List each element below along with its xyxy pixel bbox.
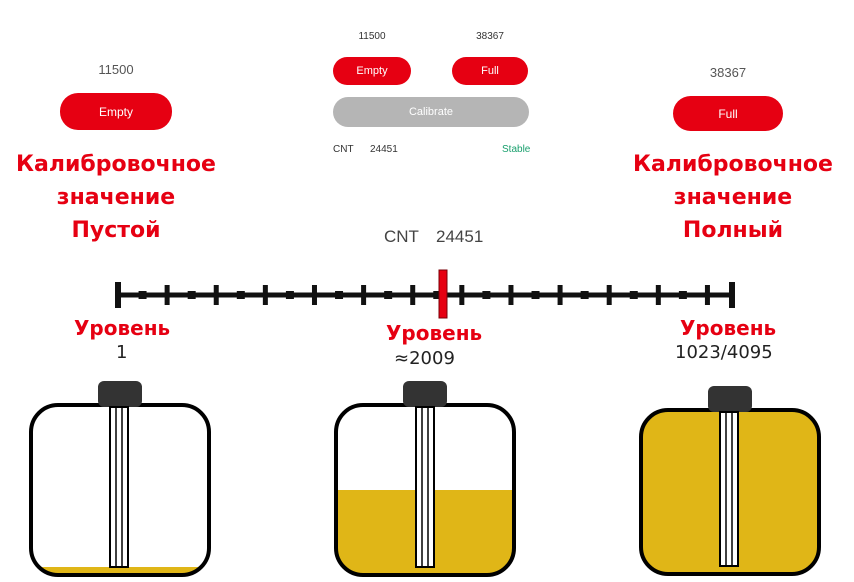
- scale-minor-tick: [384, 291, 393, 299]
- status-label: Stable: [502, 144, 531, 155]
- full-button[interactable]: Full: [673, 96, 783, 131]
- caption-line: значение: [56, 185, 176, 210]
- scale-major-tick: [262, 285, 268, 305]
- fuel-tank: [334, 381, 516, 577]
- full-calibration-caption: Калибровочное значение Полный: [622, 148, 844, 247]
- scale-minor-tick: [678, 291, 687, 299]
- sensor-cap: [708, 386, 752, 412]
- scale-minor-tick: [629, 291, 638, 299]
- level-title-empty: Уровень: [74, 316, 171, 340]
- caption-line: Пустой: [71, 218, 161, 243]
- scale-minor-tick: [433, 291, 442, 299]
- level-value-half: ≈2009: [394, 348, 455, 369]
- scale-major-tick: [311, 285, 317, 305]
- scale-major-tick: [508, 285, 514, 305]
- fuel-level: [32, 567, 208, 574]
- scale-major-tick: [655, 285, 661, 305]
- scale-minor-tick: [580, 291, 589, 299]
- scale-minor-tick: [285, 291, 294, 299]
- scale-end-tick: [729, 282, 735, 308]
- caption-line: Полный: [682, 218, 784, 243]
- sensor-probe: [719, 411, 739, 567]
- scale-major-tick: [606, 285, 612, 305]
- scale-major-tick: [410, 285, 416, 305]
- level-title-half: Уровень: [386, 321, 483, 345]
- empty-calibration-caption: Калибровочное значение Пустой: [5, 148, 227, 247]
- cnt-label: CNT: [384, 227, 419, 246]
- scale-major-tick: [557, 285, 563, 305]
- app-cnt-value: 24451: [370, 144, 398, 155]
- level-value-empty: 1: [116, 342, 128, 363]
- sensor-probe: [109, 406, 129, 568]
- scale-marker: [438, 269, 448, 319]
- caption-line: Калибровочное: [16, 152, 216, 177]
- scale-minor-tick: [482, 291, 491, 299]
- app-cnt-label: CNT: [333, 144, 354, 155]
- app-empty-button[interactable]: Empty: [333, 57, 411, 85]
- scale-major-tick: [459, 285, 465, 305]
- sensor-cap: [403, 381, 447, 407]
- app-full-value: 38367: [476, 31, 504, 42]
- scale-minor-tick: [531, 291, 540, 299]
- level-title-full: Уровень: [680, 316, 777, 340]
- sensor-probe: [415, 406, 435, 568]
- level-value-full: 1023/4095: [675, 342, 773, 363]
- app-empty-value: 11500: [358, 31, 386, 42]
- fuel-tank: [29, 381, 211, 577]
- empty-button[interactable]: Empty: [60, 93, 172, 130]
- scale-minor-tick: [187, 291, 196, 299]
- scale-marks: [115, 269, 735, 319]
- scale-major-tick: [361, 285, 367, 305]
- full-calibration-value: 38367: [709, 65, 747, 80]
- scale-minor-tick: [335, 291, 344, 299]
- empty-calibration-value: 11500: [98, 62, 134, 77]
- cnt-value: 24451: [436, 227, 484, 246]
- caption-line: Калибровочное: [633, 152, 833, 177]
- scale-major-tick: [164, 285, 170, 305]
- scale-minor-tick: [138, 291, 147, 299]
- app-full-button[interactable]: Full: [452, 57, 528, 85]
- scale-minor-tick: [236, 291, 245, 299]
- fuel-tank: [639, 386, 821, 576]
- caption-line: значение: [673, 185, 793, 210]
- scale-major-tick: [704, 285, 710, 305]
- calibrate-button[interactable]: Calibrate: [333, 97, 529, 127]
- scale-end-tick: [115, 282, 121, 308]
- scale-major-tick: [213, 285, 219, 305]
- sensor-cap: [98, 381, 142, 407]
